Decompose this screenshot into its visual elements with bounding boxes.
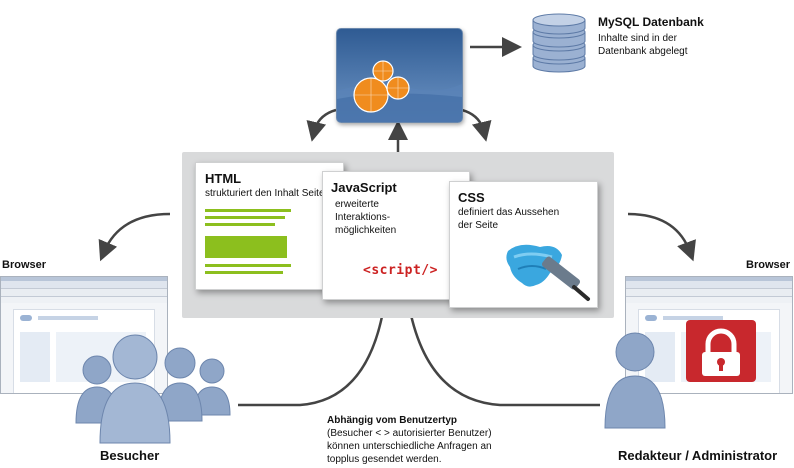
css-card-title: CSS bbox=[458, 190, 485, 205]
css-desc-line2: der Seite bbox=[458, 220, 499, 231]
database-desc-line1: Inhalte sind in der bbox=[598, 33, 677, 44]
orange-circles-icon bbox=[337, 60, 462, 122]
script-tag-code: <script/> bbox=[363, 263, 438, 278]
right-browser-label: Browser bbox=[746, 259, 791, 271]
javascript-card: JavaScript erweiterte Interaktions- mögl… bbox=[322, 171, 470, 300]
note-line3: topplus gesendet werden. bbox=[327, 454, 442, 465]
javascript-desc-line3: möglichkeiten bbox=[335, 225, 397, 236]
arrow-cms-right bbox=[461, 108, 492, 142]
database-desc-line2: Datenbank abgelegt bbox=[598, 46, 688, 57]
paint-roller-icon bbox=[506, 244, 590, 301]
note-line2: können unterschiedliche Anfragen an bbox=[327, 441, 492, 452]
arrow-to-right-browser bbox=[627, 212, 696, 262]
request-curve-right bbox=[406, 299, 600, 407]
lock-icon bbox=[686, 320, 756, 382]
visitors-group-icon bbox=[75, 334, 231, 444]
arrow-cms-left bbox=[306, 108, 337, 142]
javascript-desc-line1: erweiterte bbox=[335, 199, 379, 210]
css-card: CSS definiert das Aussehen der Seite bbox=[449, 181, 598, 308]
html-card-title: HTML bbox=[205, 171, 242, 186]
administrator-icon bbox=[604, 332, 666, 429]
note-title: Abhängig vom Benutzertyp bbox=[327, 415, 458, 426]
administrator-label: Redakteur / Administrator bbox=[618, 448, 778, 463]
database-title: MySQL Datenbank bbox=[598, 15, 704, 29]
javascript-desc-line2: Interaktions- bbox=[335, 212, 391, 223]
left-browser-label: Browser bbox=[2, 259, 47, 271]
html-content-illustration bbox=[205, 209, 291, 279]
visitor-label: Besucher bbox=[100, 448, 160, 463]
javascript-card-title: JavaScript bbox=[331, 180, 397, 195]
html-card-desc: strukturiert den Inhalt Seite bbox=[205, 188, 325, 199]
css-desc-line1: definiert das Aussehen bbox=[458, 207, 560, 218]
request-curve-left bbox=[238, 299, 387, 407]
cms-logo-box bbox=[336, 28, 463, 123]
arrow-to-left-browser bbox=[98, 212, 171, 262]
note-line1: (Besucher < > autorisierter Benutzer) bbox=[327, 428, 492, 439]
html-card: HTML strukturiert den Inhalt Seite bbox=[195, 162, 344, 290]
database-icon bbox=[532, 13, 586, 73]
